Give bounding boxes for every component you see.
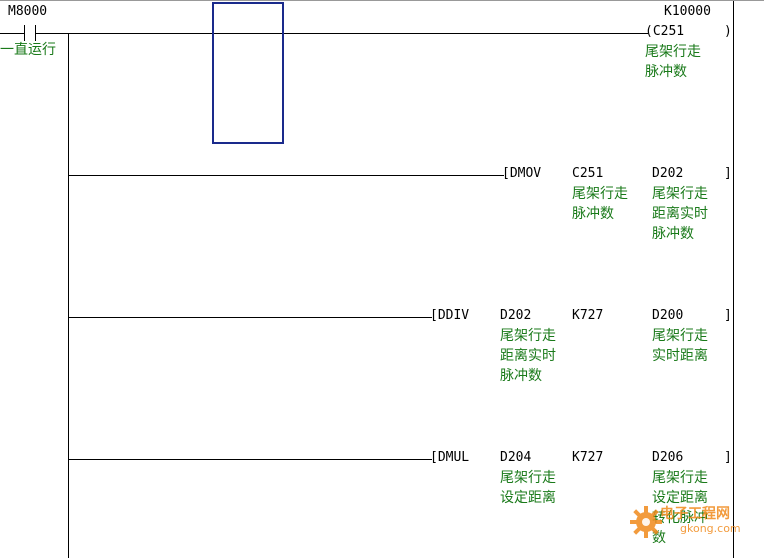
ddiv-op3-comment-1: 尾架行走 xyxy=(652,328,708,344)
dmul-op2[interactable]: K727 xyxy=(572,450,604,465)
coil-close-paren: ) xyxy=(724,24,732,39)
dmul-op3-comment-2: 设定距离 xyxy=(652,490,708,506)
dmov-op2-comment-1: 尾架行走 xyxy=(652,186,708,202)
ddiv-op3[interactable]: D200 xyxy=(652,308,684,323)
ddiv-op2[interactable]: K727 xyxy=(572,308,604,323)
ddiv-op3-comment-2: 实时距离 xyxy=(652,348,708,364)
coil-device-c251[interactable]: (C251 xyxy=(645,24,685,39)
dmov-op1[interactable]: C251 xyxy=(572,166,604,181)
instr-dmul[interactable]: [DMUL xyxy=(430,450,470,465)
contact-comment: 一直运行 xyxy=(0,42,56,58)
dmul-op3[interactable]: D206 xyxy=(652,450,684,465)
ddiv-op1[interactable]: D202 xyxy=(500,308,532,323)
dmov-close-bracket: ] xyxy=(724,166,732,181)
ddiv-op1-comment-2: 距离实时 xyxy=(500,348,556,364)
right-power-rail xyxy=(733,0,734,558)
rung1-line-left xyxy=(0,33,24,34)
dmul-op1-comment-1: 尾架行走 xyxy=(500,470,556,486)
contact-m8000-right-bar[interactable] xyxy=(35,25,36,41)
dmul-op3-comment-1: 尾架行走 xyxy=(652,470,708,486)
rung3-line xyxy=(68,317,432,318)
watermark-gear-icon xyxy=(628,504,664,540)
watermark-text: 电子工程网 xyxy=(660,506,730,522)
dmov-op1-comment-2: 脉冲数 xyxy=(572,206,614,222)
dmul-op3-comment-3: 转化脉冲 xyxy=(652,510,708,526)
contact-m8000-left-bar[interactable] xyxy=(24,25,25,41)
dmul-op1-comment-2: 设定距离 xyxy=(500,490,556,506)
coil-comment-1: 尾架行走 xyxy=(645,44,701,60)
instr-ddiv[interactable]: [DDIV xyxy=(430,308,470,323)
rung2-line xyxy=(68,175,504,176)
rung1-line-main xyxy=(36,33,648,34)
ddiv-op1-comment-3: 脉冲数 xyxy=(500,368,542,384)
instr-dmov[interactable]: [DMOV xyxy=(502,166,542,181)
dmov-op2[interactable]: D202 xyxy=(652,166,684,181)
top-border-line xyxy=(0,0,764,1)
selection-cursor[interactable] xyxy=(212,2,284,144)
contact-device-label: M8000 xyxy=(8,4,48,19)
dmul-close-bracket: ] xyxy=(724,450,732,465)
ddiv-close-bracket: ] xyxy=(724,308,732,323)
dmov-op2-comment-3: 脉冲数 xyxy=(652,226,694,242)
watermark-url: gkong.com xyxy=(680,522,741,535)
coil-comment-2: 脉冲数 xyxy=(645,64,687,80)
dmov-op1-comment-1: 尾架行走 xyxy=(572,186,628,202)
rung4-line xyxy=(68,459,432,460)
left-power-rail xyxy=(68,33,69,558)
ddiv-op1-comment-1: 尾架行走 xyxy=(500,328,556,344)
coil-setvalue: K10000 xyxy=(664,4,711,19)
dmul-op1[interactable]: D204 xyxy=(500,450,532,465)
dmov-op2-comment-2: 距离实时 xyxy=(652,206,708,222)
